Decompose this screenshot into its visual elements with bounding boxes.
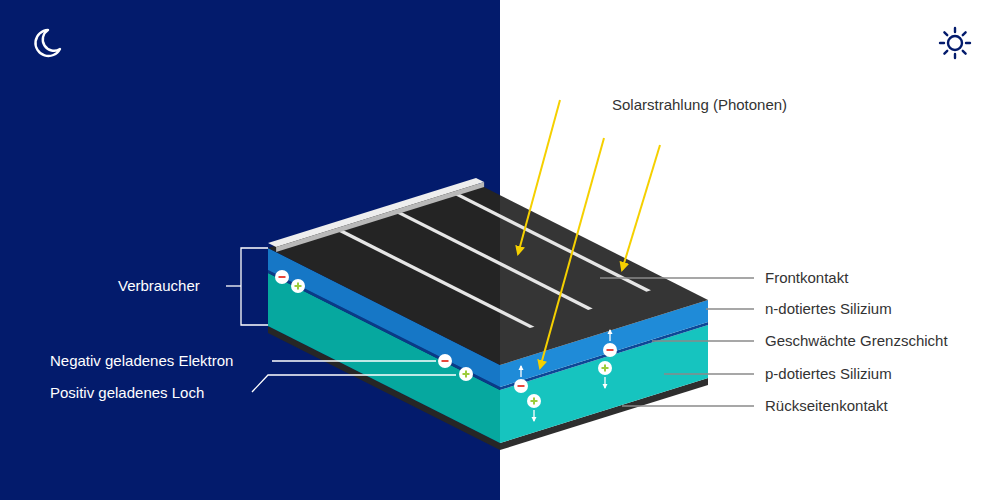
leader-line: [252, 375, 456, 392]
callout-label: Positiv geladenes Loch: [50, 384, 204, 402]
moon-icon: [35, 30, 60, 56]
hole-symbol: [459, 367, 473, 381]
sun-icon: [940, 28, 970, 58]
leader-line: [664, 373, 754, 374]
leader-line: [706, 308, 754, 309]
electron-symbol: [275, 270, 289, 284]
front-contact-busbar: [268, 178, 484, 247]
photon-arrow: [622, 145, 660, 270]
electron-symbol: [603, 343, 617, 357]
top-face: [268, 183, 708, 365]
motion-arrow: [604, 377, 605, 388]
callout-label: p-dotiertes Silizium: [765, 365, 892, 383]
front-contact-finger: [396, 211, 593, 310]
daylight-sheen: [500, 183, 708, 365]
hole-symbol: [527, 394, 541, 408]
hole-symbol: [291, 279, 305, 293]
solar-cell: [268, 178, 708, 450]
motion-arrow: [520, 366, 521, 377]
callout-label: Solarstrahlung (Photonen): [612, 96, 787, 114]
electron-symbol: [438, 354, 452, 368]
leader-line: [226, 285, 241, 286]
callout-label: Geschwächte Grenzschicht: [765, 332, 948, 350]
electron-symbol: [514, 379, 528, 393]
leader-line: [622, 405, 754, 406]
leader-line: [600, 277, 754, 278]
motion-arrow: [609, 330, 610, 341]
leader-line: [652, 340, 754, 341]
callout-label: Rückseitenkontakt: [765, 397, 888, 415]
callout-label: n-dotiertes Silizium: [765, 300, 892, 318]
hole-symbol: [598, 361, 612, 375]
callout-label: Negativ geladenes Elektron: [50, 352, 233, 370]
callout-label: Frontkontakt: [765, 269, 848, 287]
photon-arrow: [540, 138, 604, 368]
front-contact-finger: [337, 230, 534, 329]
photon-arrow: [518, 100, 560, 254]
leader-line: [272, 360, 436, 361]
front-contact-finger: [454, 193, 651, 292]
callout-label: Verbraucher: [118, 277, 200, 295]
motion-arrow: [533, 410, 534, 421]
front-contact-busbar: [276, 182, 484, 252]
consumer-bracket: [241, 248, 268, 325]
